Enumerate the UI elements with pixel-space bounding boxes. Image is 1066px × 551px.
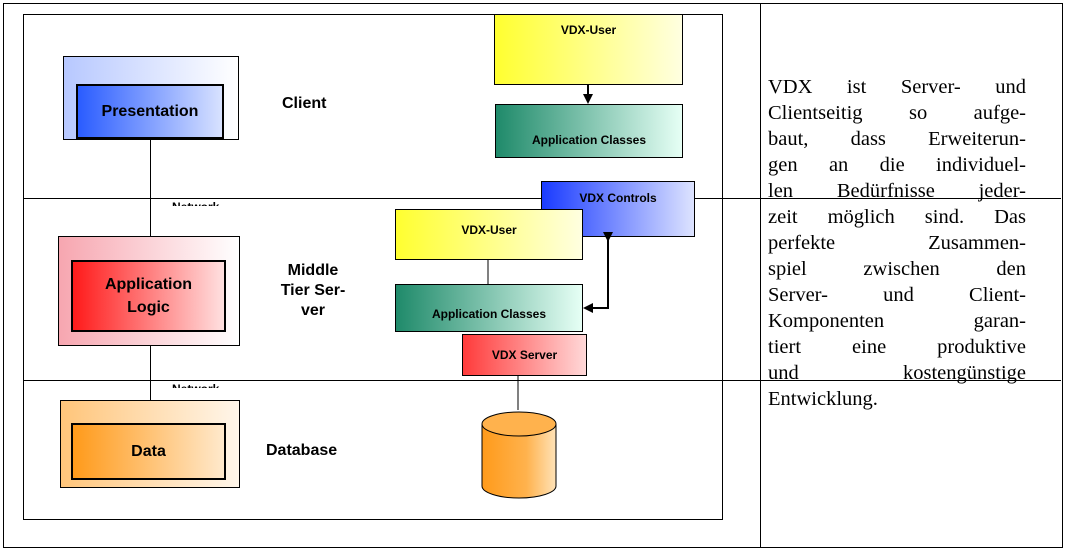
- application-logic-label-line1: Application: [104, 276, 193, 293]
- network-label-bottom: Network: [170, 383, 222, 388]
- tier-label-middle-line2: Tier Ser-: [280, 282, 346, 299]
- description-line-10: Komponenten garan-: [768, 310, 1026, 332]
- server-vdx-user-label: VDX-User: [461, 223, 517, 237]
- description-line-2: Clientseitig so aufge-: [768, 102, 1026, 124]
- description-line-8: spiel zwischen den: [768, 258, 1026, 280]
- presentation-box: Presentation: [76, 84, 224, 139]
- description-line-1: VDX ist Server- und: [768, 76, 1026, 98]
- client-application-classes-label: Application Classes: [531, 133, 647, 147]
- description-line-7: perfekte Zusammen-: [768, 232, 1026, 254]
- client-application-classes-box: Application Classes: [495, 104, 683, 158]
- client-vdx-user-box: VDX-User: [494, 14, 683, 85]
- application-logic-box: Application Logic: [71, 260, 226, 332]
- layout-table: [3, 3, 1063, 548]
- presentation-label: Presentation: [101, 102, 199, 120]
- server-application-classes-label: Application Classes: [431, 307, 547, 321]
- description-line-9: Server- und Client-: [768, 284, 1026, 306]
- server-application-classes-box: Application Classes: [395, 284, 583, 332]
- tier-label-client: Client: [282, 95, 327, 112]
- controls-server-bidirectional-arrow: [583, 232, 613, 313]
- network-line-bottom: [23, 380, 1061, 381]
- description-line-3: baut, dass Erweiterun-: [768, 128, 1026, 150]
- database-cylinder-icon: [481, 411, 557, 499]
- data-label: Data: [131, 442, 166, 460]
- vdx-controls-label: VDX Controls: [579, 191, 657, 205]
- application-logic-label-line2: Logic: [127, 299, 170, 316]
- description-line-6: zeit möglich sind. Das: [768, 206, 1026, 228]
- network-label-top: Network: [170, 201, 222, 206]
- vdx-server-label: VDX Server: [491, 348, 558, 362]
- description-line-5: len Bedürfnisse jeder-: [768, 180, 1026, 202]
- description-line-12: und kostengünstige: [768, 362, 1026, 384]
- column-divider: [760, 3, 761, 548]
- tier-label-middle-line1: Middle: [287, 262, 339, 279]
- description-line-4: gen an die individuel-: [768, 154, 1026, 176]
- vdx-server-box: VDX Server: [462, 334, 587, 376]
- client-vdx-user-label: VDX-User: [560, 23, 617, 37]
- tier-label-database: Database: [266, 442, 338, 459]
- tier-label-middle: Middle Tier Ser- ver: [268, 261, 358, 321]
- description-line-11: tiert eine produktive: [768, 336, 1026, 358]
- tier-label-middle-line3: ver: [300, 302, 326, 319]
- data-box: Data: [71, 423, 226, 480]
- server-vdx-user-box: VDX-User: [395, 209, 583, 260]
- description-text: VDX ist Server- und Clientseitig so aufg…: [768, 74, 1026, 412]
- description-line-13: Entwicklung.: [768, 388, 878, 410]
